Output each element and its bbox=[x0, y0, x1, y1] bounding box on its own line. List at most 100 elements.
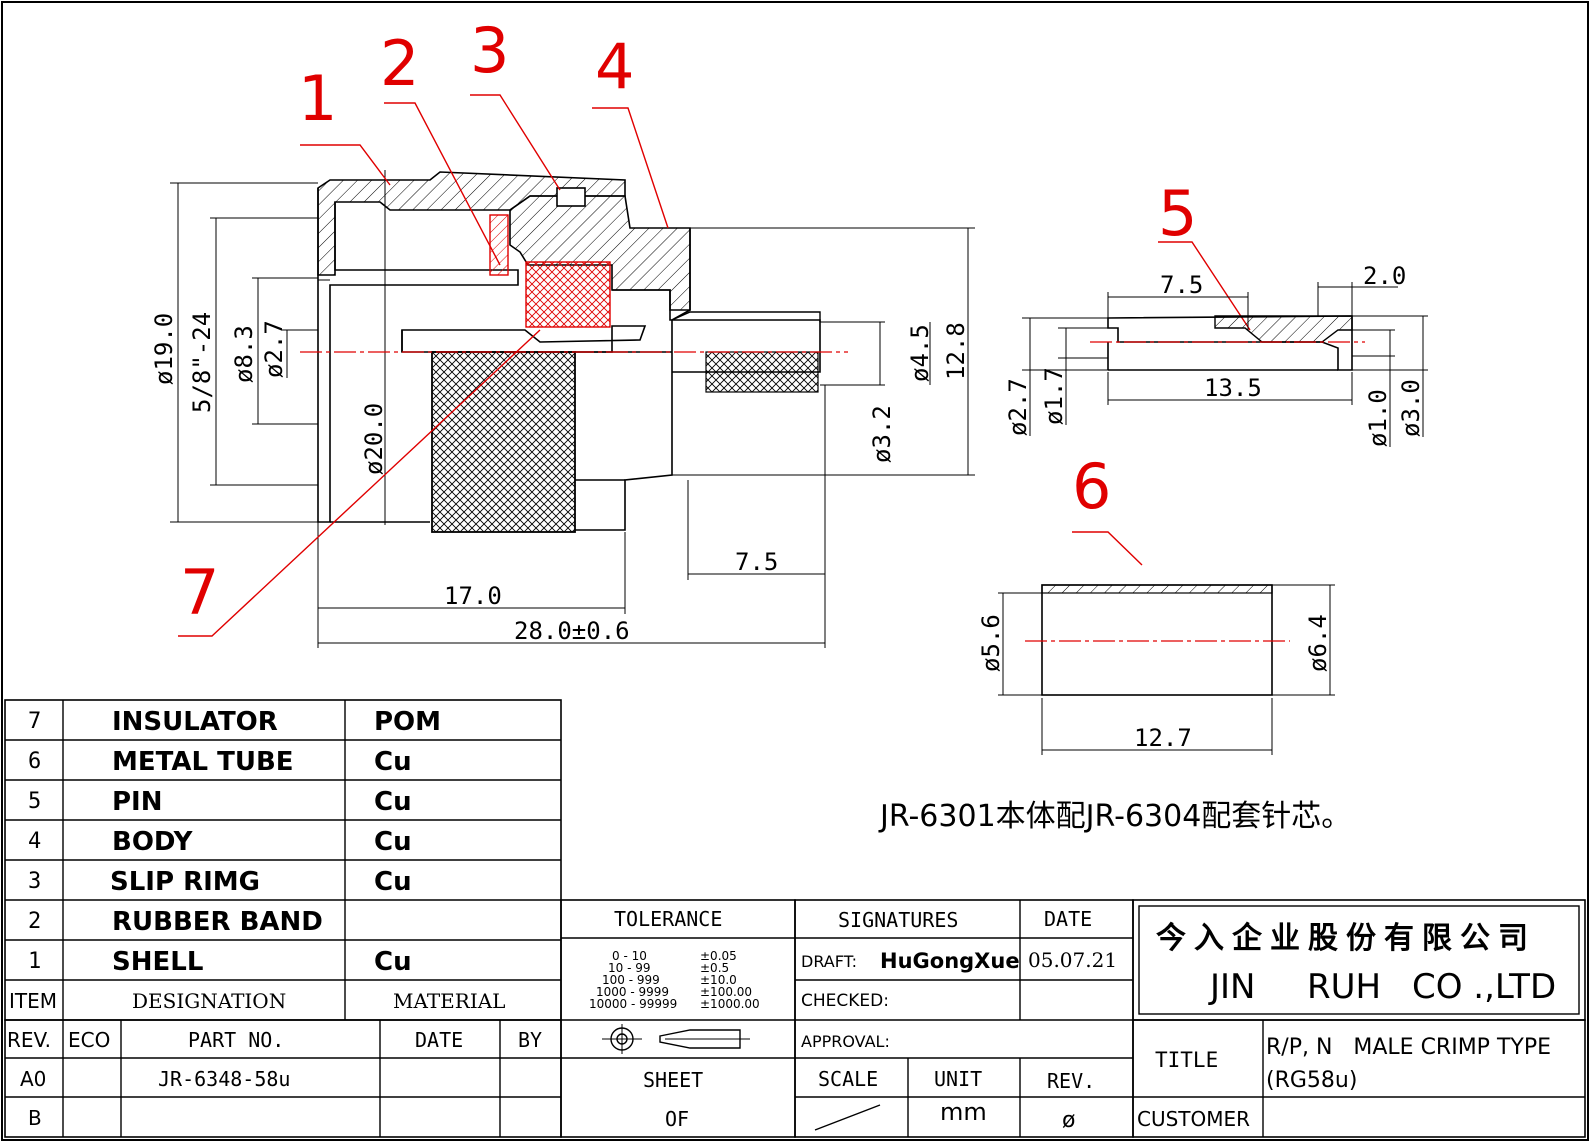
svg-text:METAL TUBE: METAL TUBE bbox=[112, 747, 294, 777]
unit-label: UNIT bbox=[934, 1067, 982, 1091]
pin-dim-d27: ø2.7 bbox=[1004, 378, 1032, 436]
balloon-5: 5 bbox=[1158, 177, 1197, 250]
sheet-label: SHEET bbox=[643, 1068, 703, 1092]
svg-text:1000 - 9999: 1000 - 9999 bbox=[596, 985, 669, 999]
dim-d19: ø19.0 bbox=[150, 313, 178, 385]
rev-value: ø bbox=[1062, 1108, 1075, 1133]
balloon-7: 7 bbox=[180, 556, 219, 629]
svg-text:Cu: Cu bbox=[374, 787, 412, 817]
company-name-cn: 今入企业股份有限公司 bbox=[1156, 921, 1536, 956]
svg-text:BODY: BODY bbox=[112, 827, 194, 857]
projection-symbol-icon bbox=[602, 1024, 750, 1054]
svg-text:SHELL: SHELL bbox=[112, 947, 203, 977]
bom-row: 4 BODY Cu bbox=[28, 827, 412, 857]
bom-table: 7 INSULATOR POM 6 METAL TUBE Cu 5 PIN Cu… bbox=[4, 699, 562, 1021]
svg-text:SLIP RIMG: SLIP RIMG bbox=[110, 867, 260, 897]
svg-text:6: 6 bbox=[28, 749, 41, 774]
pin-dim-l20: 2.0 bbox=[1363, 262, 1406, 290]
title-label: TITLE bbox=[1155, 1048, 1218, 1072]
tolerance-title: TOLERANCE bbox=[614, 907, 722, 931]
svg-text:±0.5: ±0.5 bbox=[700, 961, 729, 975]
svg-text:3: 3 bbox=[28, 869, 41, 894]
dim-d83: ø8.3 bbox=[230, 325, 258, 383]
signatures-block: SIGNATURES DATE DRAFT: HuGongXue 05.07.2… bbox=[794, 899, 1134, 1138]
svg-text:1: 1 bbox=[28, 949, 41, 974]
tube-dim-l127: 12.7 bbox=[1134, 724, 1192, 752]
insulator-part bbox=[525, 261, 611, 328]
bom-header-item: ITEM bbox=[9, 989, 57, 1013]
customer-label: CUSTOMER bbox=[1137, 1107, 1250, 1131]
bom-material: POM bbox=[374, 707, 441, 737]
rev-header-rev: REV. bbox=[7, 1028, 51, 1052]
svg-text:Cu: Cu bbox=[374, 867, 412, 897]
company-name-en-2: RUH bbox=[1307, 967, 1381, 1007]
bom-row: 6 METAL TUBE Cu bbox=[28, 747, 412, 777]
bom-row: 5 PIN Cu bbox=[28, 787, 412, 817]
rev-label: REV. bbox=[1047, 1069, 1095, 1093]
connector-section-view bbox=[300, 170, 848, 533]
dim-l75: 7.5 bbox=[735, 548, 778, 576]
svg-text:4: 4 bbox=[28, 829, 41, 854]
signatures-date-label: DATE bbox=[1044, 907, 1092, 931]
checked-label: CHECKED: bbox=[801, 991, 889, 1011]
svg-text:Cu: Cu bbox=[374, 747, 412, 777]
rev-row-part-no: JR-6348-58u bbox=[158, 1067, 290, 1091]
bom-row: 2 RUBBER BAND bbox=[28, 907, 323, 937]
rev-header-eco: ECO bbox=[68, 1028, 110, 1052]
pin-dim-l135: 13.5 bbox=[1204, 374, 1262, 402]
scale-label: SCALE bbox=[818, 1067, 878, 1091]
balloon-2: 2 bbox=[380, 27, 419, 100]
company-block: 今入企业股份有限公司 JIN RUH CO .,LTD bbox=[1132, 899, 1586, 1021]
svg-text:10 - 99: 10 - 99 bbox=[608, 961, 651, 975]
assembly-note: JR-6301本体配JR-6304配套针芯。 bbox=[878, 799, 1351, 834]
tube-dim-d64: ø6.4 bbox=[1304, 614, 1332, 672]
bom-header-designation: DESIGNATION bbox=[132, 989, 286, 1013]
unit-value: mm bbox=[940, 1098, 987, 1126]
svg-text:±10.0: ±10.0 bbox=[700, 973, 737, 987]
tube-dim-d56: ø5.6 bbox=[977, 614, 1005, 672]
signatures-title: SIGNATURES bbox=[838, 908, 958, 932]
svg-text:5: 5 bbox=[28, 789, 41, 814]
svg-text:±100.00: ±100.00 bbox=[700, 985, 752, 999]
svg-text:2: 2 bbox=[28, 909, 41, 934]
pin-detail-view: 7.5 2.0 13.5 ø2.7 ø1.7 ø1.0 ø3.0 bbox=[1004, 262, 1428, 447]
pin-dim-d10: ø1.0 bbox=[1364, 389, 1392, 447]
of-label: OF bbox=[665, 1107, 689, 1131]
svg-text:10000 - 99999: 10000 - 99999 bbox=[589, 997, 677, 1011]
svg-text:±1000.00: ±1000.00 bbox=[700, 997, 760, 1011]
dim-d32: ø3.2 bbox=[868, 405, 896, 463]
svg-text:RUBBER BAND: RUBBER BAND bbox=[112, 907, 323, 937]
svg-text:PIN: PIN bbox=[112, 787, 163, 817]
pin-dim-d30: ø3.0 bbox=[1397, 379, 1425, 437]
draft-date: 05.07.21 bbox=[1028, 948, 1117, 972]
rev-header-by: BY bbox=[518, 1028, 542, 1052]
dim-l17: 17.0 bbox=[444, 582, 502, 610]
rubber-band-part bbox=[489, 214, 509, 276]
draft-name: HuGongXue bbox=[880, 949, 1020, 973]
dim-d45: ø4.5 bbox=[906, 324, 934, 382]
dim-h128: 12.8 bbox=[942, 322, 970, 380]
tolerance-block: TOLERANCE 0 - 10 ±0.05 10 - 99 ±0.5 100 … bbox=[560, 899, 796, 1138]
svg-text:100 - 999: 100 - 999 bbox=[602, 973, 660, 987]
pin-dim-d17: ø1.7 bbox=[1040, 367, 1068, 425]
title-line-2: (RG58u) bbox=[1266, 1068, 1357, 1093]
rev-header-part-no: PART NO. bbox=[188, 1028, 284, 1052]
rev-row-rev: A0 bbox=[20, 1067, 46, 1091]
title-line-1: R/P, N MALE CRIMP TYPE bbox=[1266, 1035, 1551, 1060]
rev-header-date: DATE bbox=[415, 1028, 463, 1052]
bom-designation: INSULATOR bbox=[112, 707, 278, 737]
balloon-leaders: 1 2 3 4 5 6 7 bbox=[178, 14, 1251, 637]
svg-text:Cu: Cu bbox=[374, 947, 412, 977]
bom-item: 7 bbox=[28, 709, 41, 734]
scale-value-mark bbox=[814, 1104, 881, 1131]
bom-row: 7 INSULATOR POM bbox=[28, 707, 441, 737]
metal-tube-part bbox=[431, 351, 576, 533]
approval-label: APPROVAL: bbox=[801, 1032, 890, 1051]
dim-d27: ø2.7 bbox=[260, 320, 288, 378]
bom-row: 1 SHELL Cu bbox=[28, 947, 412, 977]
balloon-4: 4 bbox=[595, 30, 634, 103]
bom-row: 3 SLIP RIMG Cu bbox=[28, 867, 412, 897]
dim-d20: ø20.0 bbox=[360, 403, 388, 475]
